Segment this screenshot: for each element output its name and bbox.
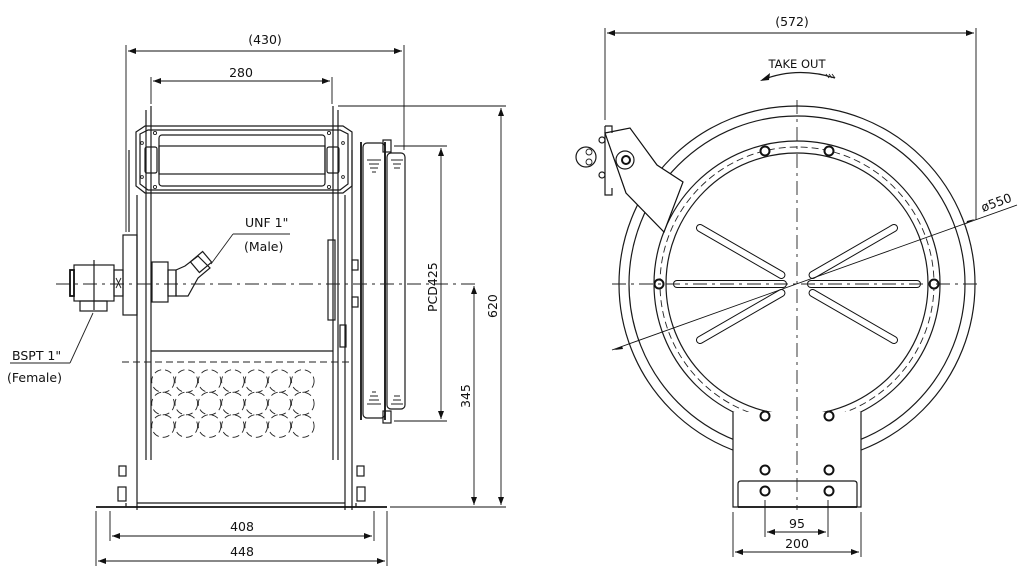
dim-430: (430)	[125, 32, 405, 232]
hose-coil	[197, 414, 222, 438]
hose-coil	[221, 414, 245, 438]
dim-448-label: 448	[230, 544, 254, 559]
front-view: (572) TAKE OUT ø550	[575, 14, 1018, 557]
dim-200: 200	[732, 512, 862, 557]
dim-280: 280	[150, 65, 333, 104]
dim-448: 448	[95, 511, 388, 566]
dim-345-label: 345	[458, 384, 473, 408]
inlet-callout: BSPT 1" (Female)	[7, 312, 94, 385]
hose-coil	[267, 369, 292, 393]
hose-coil	[267, 391, 292, 416]
hose-coil	[291, 369, 315, 393]
hose-coil	[151, 391, 175, 416]
swing-arm	[575, 125, 684, 234]
take-out-indicator: TAKE OUT	[760, 57, 836, 81]
outlet-swivel	[151, 250, 213, 303]
bolt-hole	[759, 145, 771, 157]
spoke-inner	[697, 225, 785, 278]
hose-coil	[221, 369, 245, 393]
outlet-sublabel: (Male)	[244, 239, 283, 254]
dim-95: 95	[764, 500, 829, 537]
inlet-swivel	[69, 234, 138, 316]
dim-550-label: ø550	[979, 190, 1014, 215]
outlet-label: UNF 1"	[245, 215, 288, 230]
hose-coils	[151, 369, 315, 438]
bolt-holes	[653, 145, 940, 497]
dim-pcd-label: PCD425	[425, 262, 440, 312]
hose-coil	[174, 414, 199, 438]
reel-drum	[327, 139, 447, 424]
side-view: (430) 280	[7, 32, 506, 566]
dim-572: (572)	[604, 14, 977, 220]
outlet-callout: UNF 1" (Male)	[210, 215, 290, 265]
hose-coil	[267, 414, 292, 438]
inlet-sublabel: (Female)	[7, 370, 62, 385]
hose-coil	[197, 369, 222, 393]
spoke-inner	[809, 290, 897, 343]
dim-95-label: 95	[789, 516, 805, 531]
spokes	[673, 224, 921, 344]
hose-coil	[174, 391, 199, 416]
hose-coil	[291, 414, 315, 438]
dim-620: 620	[338, 105, 506, 508]
dim-200-label: 200	[785, 536, 809, 551]
hose-coil	[174, 369, 199, 393]
dim-430-label: (430)	[248, 32, 282, 47]
hose-coil	[291, 391, 315, 416]
hose-coil	[151, 414, 175, 438]
bolt-hole	[759, 464, 771, 476]
hose-coil	[244, 369, 268, 393]
dim-pcd425: PCD425	[425, 148, 444, 419]
bolt-hole	[823, 145, 835, 157]
bolt-hole	[759, 485, 771, 497]
dim-620-label: 620	[485, 294, 500, 318]
spoke-inner	[809, 225, 897, 278]
dim-408: 408	[109, 511, 375, 541]
hose-coil	[151, 369, 175, 393]
bolt-hole	[823, 410, 835, 422]
hose-coil	[197, 391, 222, 416]
hose-coil	[221, 391, 245, 416]
bolt-hole	[823, 464, 835, 476]
dim-408-label: 408	[230, 519, 254, 534]
hose-coil	[244, 391, 268, 416]
spoke-inner	[697, 290, 785, 343]
bolt-hole	[823, 485, 835, 497]
inlet-label: BSPT 1"	[12, 348, 61, 363]
bolt-hole	[759, 410, 771, 422]
dim-572-label: (572)	[775, 14, 809, 29]
dim-280-label: 280	[229, 65, 253, 80]
hose-coil	[244, 414, 268, 438]
frame	[96, 106, 387, 510]
take-out-label: TAKE OUT	[768, 57, 827, 71]
dim-345: 345	[458, 286, 477, 505]
